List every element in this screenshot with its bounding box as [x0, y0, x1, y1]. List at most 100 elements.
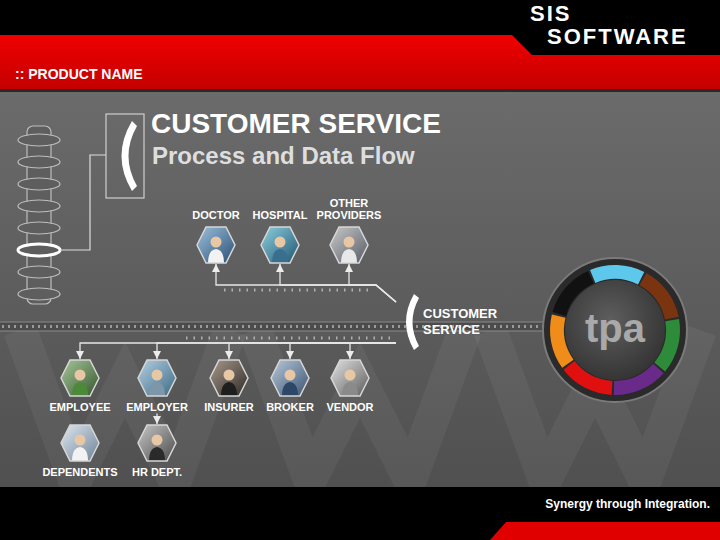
party-node: HOSPITAL [253, 209, 308, 264]
photo-figure [208, 249, 224, 263]
decoration [565, 280, 665, 380]
party-node: BROKER [266, 359, 314, 414]
photo-figure [151, 370, 162, 381]
party-node: OTHER PROVIDERS [316, 197, 382, 264]
product-name: :: PRODUCT NAME [15, 66, 143, 82]
node-label: DOCTOR [192, 209, 239, 222]
party-node: DOCTOR [192, 209, 239, 264]
hub-node: CUSTOMER SERVICE [396, 292, 513, 352]
database-cylinder [60, 155, 106, 250]
slide-title: CUSTOMER SERVICE [151, 108, 441, 140]
party-node: EMPLOYER [126, 359, 188, 414]
node-label: VENDOR [326, 401, 373, 414]
hexagon-frame [61, 360, 99, 396]
flow-connector [157, 343, 396, 359]
flow-connector [350, 343, 396, 359]
photo-hexagon [60, 424, 100, 462]
database-cylinder [18, 156, 60, 168]
photo-figure [272, 249, 288, 263]
photo-figure [72, 382, 88, 396]
database-cylinder [18, 178, 60, 190]
binary-dots [224, 289, 372, 292]
logo-text: SOFTWARE [547, 24, 688, 50]
database-cylinder [18, 266, 60, 278]
title-bracket [106, 114, 144, 198]
hexagon-frame [330, 227, 368, 263]
tagline: Synergy through Integration. [545, 497, 710, 511]
hexagon-frame [138, 425, 176, 461]
node-label: INSURER [204, 401, 254, 414]
photo-figure [211, 237, 222, 248]
hexagon-frame [61, 360, 99, 396]
hexagon-frame [210, 360, 248, 396]
hexagon-frame [271, 360, 309, 396]
logo-text: tpa [585, 308, 645, 348]
logo-text: SIS [530, 1, 571, 27]
photo-figure [152, 435, 163, 446]
photo-figure [342, 382, 358, 396]
flow-connector [229, 343, 396, 359]
background [0, 90, 720, 487]
node-label: BROKER [266, 401, 314, 414]
hexagon-frame [61, 425, 99, 461]
hexagon-frame [138, 360, 176, 396]
photo-hexagon [260, 226, 300, 264]
photo-figure [75, 435, 86, 446]
www-watermark [20, 330, 230, 480]
hexagon-frame [261, 227, 299, 263]
party-node: VENDOR [326, 359, 373, 414]
database-cylinder [18, 126, 106, 304]
photo-hexagon [137, 424, 177, 462]
hexagon-frame [261, 227, 299, 263]
database-cylinder [18, 200, 60, 212]
photo-figure [149, 382, 165, 396]
photo-hexagon [329, 226, 369, 264]
party-node: EMPLOYEE [49, 359, 110, 414]
hub-bracket [406, 294, 419, 350]
database-cylinder [18, 288, 60, 300]
node-label: DEPENDENTS [42, 466, 117, 479]
party-node: INSURER [204, 359, 254, 414]
hexagon-frame [61, 425, 99, 461]
party-node: HR DEPT. [132, 424, 182, 479]
photo-figure [341, 249, 357, 263]
node-label: HOSPITAL [253, 209, 308, 222]
photo-hexagon [196, 226, 236, 264]
bottom-bar [0, 487, 720, 540]
photo-figure [274, 237, 285, 248]
node-label: EMPLOYEE [49, 401, 110, 414]
photo-figure [149, 447, 165, 461]
photo-figure [72, 447, 88, 461]
database-cylinder [18, 244, 60, 256]
flow-connector [216, 264, 396, 302]
band-edge [0, 89, 720, 92]
hexagon-frame [138, 360, 176, 396]
hexagon-frame [331, 360, 369, 396]
hexagon-frame [271, 360, 309, 396]
top-bar [0, 0, 720, 55]
photo-hexagon [60, 359, 100, 397]
binary-dots [186, 337, 395, 340]
bottom-red-tab [490, 522, 720, 540]
photo-figure [345, 370, 356, 381]
hexagon-frame [210, 360, 248, 396]
photo-hexagon [330, 359, 370, 397]
database-cylinder [18, 134, 60, 146]
hexagon-frame [330, 227, 368, 263]
hub-label: CUSTOMER SERVICE [423, 306, 513, 339]
database-cylinder [18, 222, 60, 234]
binary-dots [186, 290, 395, 338]
node-label: OTHER PROVIDERS [316, 197, 382, 222]
logo-node: tpa [540, 255, 690, 405]
hexagon-frame [138, 425, 176, 461]
hub-bracket [396, 292, 420, 352]
node-label: HR DEPT. [132, 466, 182, 479]
subtitle: Process and Data Flow [152, 142, 415, 170]
photo-hexagon [270, 359, 310, 397]
hexagon-frame [331, 360, 369, 396]
party-node: DEPENDENTS [42, 424, 117, 479]
flow-connector [290, 343, 396, 359]
photo-figure [282, 382, 298, 396]
logo-ring-segment [593, 272, 641, 278]
